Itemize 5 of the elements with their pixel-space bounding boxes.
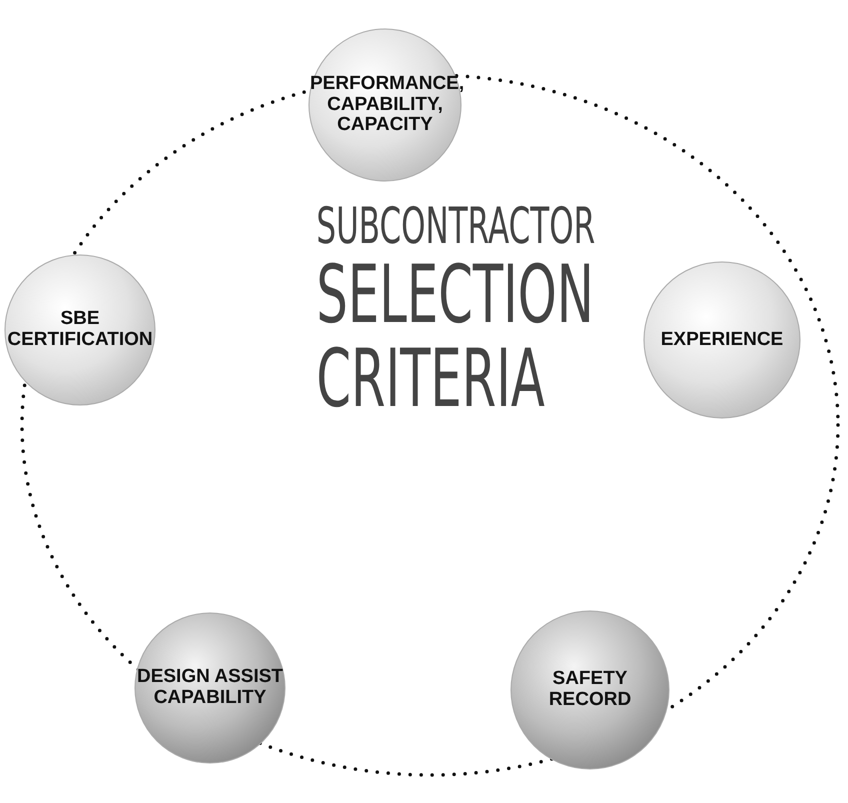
diagram-title: SUBCONTRACTOR SELECTION CRITERIA: [315, 200, 596, 420]
criterion-label: SBE CERTIFICATION: [6, 309, 154, 351]
criterion-label: EXPERIENCE: [660, 330, 784, 350]
criterion-label: SAFETY RECORD: [548, 669, 632, 711]
criterion-label: DESIGN ASSIST CAPABILITY: [136, 667, 284, 709]
